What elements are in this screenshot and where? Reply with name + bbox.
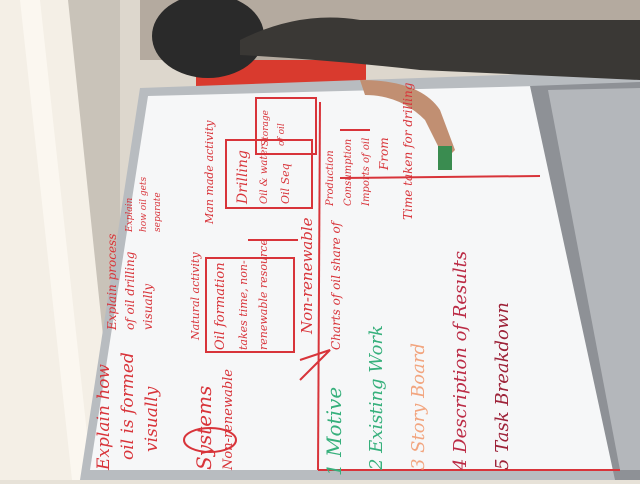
right-note-1: Production <box>325 150 336 206</box>
list-item-2: 2 Existing Work <box>366 325 387 470</box>
oil-formation: Oil formation <box>213 262 228 350</box>
charts-label: Charts of oil share of <box>329 221 343 350</box>
window-light <box>20 0 92 480</box>
left-note-1: Explain how <box>94 364 114 470</box>
person-hair <box>152 0 264 78</box>
right-rail-inner <box>548 88 640 470</box>
left-top-2: how oil gets <box>139 176 149 232</box>
person-arm <box>360 80 455 160</box>
box1-line2: renewable resource <box>257 239 270 350</box>
green-marker <box>438 146 452 170</box>
left-top-3: separate <box>153 192 163 232</box>
non-renewable: Non-renewable <box>298 217 316 334</box>
storage-line1: Storage <box>261 110 271 146</box>
systems-label: Systems <box>192 385 216 470</box>
drilling-line3: Oil Seq <box>279 163 292 204</box>
natural-activity: Natural activity <box>189 252 202 340</box>
list-item-4: 4 Description of Results <box>450 250 471 470</box>
right-note-3: Imports of oil <box>361 137 372 206</box>
drilling-line2: Oil & water <box>259 144 270 204</box>
non-renewable-top: Non-renewable <box>221 369 236 470</box>
list-item-5: 5 Task Breakdown <box>492 302 513 470</box>
time-label: Time taken for drilling <box>401 82 415 220</box>
man-made-activity: Man made activity <box>203 120 216 224</box>
list-item-1: 1 Motive <box>322 386 346 476</box>
left-note-2: oil is formed <box>118 352 138 460</box>
left-top-1: Explain <box>125 197 135 232</box>
whiteboard-surface <box>90 86 640 470</box>
storage-box <box>255 97 317 155</box>
left-middle-2: of oil drilling <box>123 251 137 330</box>
list-item-3: 3 Story Board <box>408 343 429 470</box>
right-note-2: Consumption <box>343 138 354 206</box>
drilling-line1: Drilling <box>235 150 251 204</box>
vertical-line <box>317 101 321 471</box>
from-label: From <box>377 137 391 170</box>
list-bracket <box>299 349 331 381</box>
left-note-3: visually <box>142 386 162 452</box>
person-shirt <box>240 17 640 80</box>
left-middle-1: Explain process <box>105 233 119 330</box>
systems-circle <box>183 427 237 453</box>
left-middle-3: visually <box>141 283 155 330</box>
oil-formation-box <box>205 257 295 353</box>
top-line <box>339 175 541 179</box>
box1-line1: takes time, non- <box>237 260 250 350</box>
drilling-box <box>225 139 313 209</box>
storage-line2: of oil <box>277 123 287 146</box>
diagram-lines <box>183 97 620 471</box>
